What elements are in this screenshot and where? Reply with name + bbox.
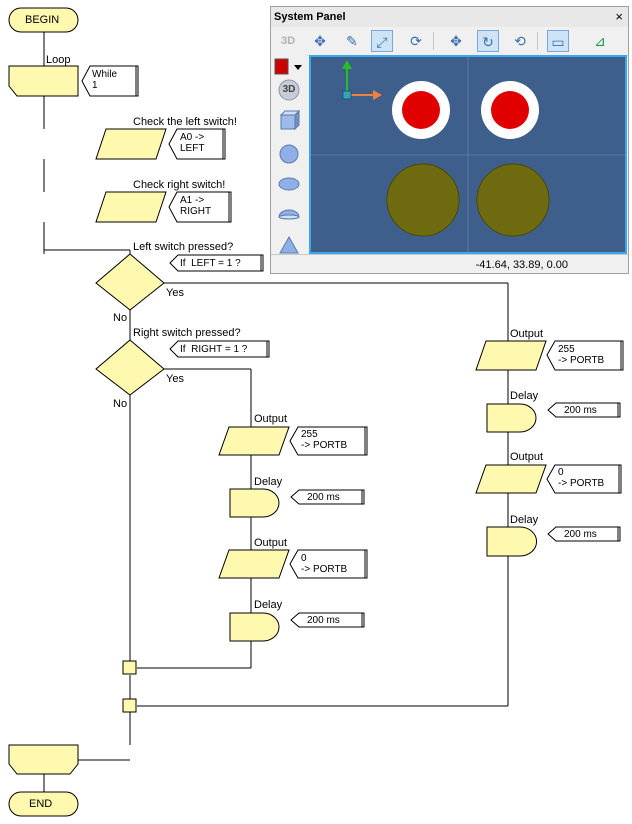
orbit-icon[interactable]: ↻ xyxy=(477,30,499,52)
switch-left[interactable] xyxy=(386,163,460,237)
delay3-label[interactable]: Delay xyxy=(254,476,283,488)
loop-end-shape xyxy=(8,744,79,775)
begin-terminator xyxy=(8,7,79,33)
end-terminator xyxy=(8,791,79,817)
cube-icon[interactable] xyxy=(279,109,301,131)
output1-label[interactable]: Output xyxy=(510,328,544,340)
output-portb-on-2 xyxy=(218,426,290,456)
pan-icon[interactable]: ✥ xyxy=(450,33,462,49)
3d-viewport[interactable] xyxy=(309,55,627,254)
junction-inner xyxy=(122,660,137,675)
reset-rotation-icon[interactable]: ⟲ xyxy=(514,33,526,49)
input1-value: A0 -> LEFT xyxy=(180,132,205,154)
output3-label[interactable]: Output xyxy=(254,413,288,425)
panel-toolbar: 3D ✥ ✎ ⤢ ⟳ ✥ ↻ ⟲ ▭ ⊿ xyxy=(271,27,628,56)
close-icon[interactable]: × xyxy=(615,9,623,24)
loop-start-shape xyxy=(8,65,79,97)
delay1-label[interactable]: Delay xyxy=(510,390,539,402)
begin-label[interactable]: BEGIN xyxy=(25,14,60,26)
sidebar-3d-label[interactable]: 3D xyxy=(282,84,296,95)
camera-view-icon[interactable]: ▭ xyxy=(547,30,569,52)
system-panel-titlebar[interactable]: System Panel × xyxy=(271,7,628,27)
delay4-value: 200 ms xyxy=(307,615,340,626)
toolbar-separator xyxy=(433,32,434,50)
junction-outer xyxy=(122,698,137,713)
end-label[interactable]: END xyxy=(29,798,53,810)
input1-label[interactable]: Check the left switch! xyxy=(133,116,237,128)
output3-value: 255 -> PORTB xyxy=(301,429,348,451)
view-3d-toggle[interactable]: 3D xyxy=(280,35,296,47)
switch-right[interactable] xyxy=(476,163,550,237)
delay-3 xyxy=(229,488,280,518)
delay1-value: 200 ms xyxy=(564,405,597,416)
system-panel: System Panel × 3D ✥ ✎ ⤢ ⟳ ✥ ↻ ⟲ ▭ ⊿ xyxy=(270,6,629,274)
delay-2 xyxy=(486,526,538,557)
output-portb-off-1 xyxy=(475,464,547,494)
callout-loop xyxy=(81,65,139,97)
zoom-fit-icon[interactable]: ⤢ xyxy=(371,30,393,52)
decision1-no: No xyxy=(113,312,128,324)
system-panel-title: System Panel xyxy=(274,11,346,23)
decision2-yes: Yes xyxy=(166,373,184,385)
coordinate-readout: -41.64, 33.89, 0.00 xyxy=(475,259,568,271)
color-swatch[interactable] xyxy=(274,58,289,75)
output-portb-off-2 xyxy=(218,549,290,579)
decision1-label[interactable]: Left switch pressed? xyxy=(133,241,234,253)
input2-label[interactable]: Check right switch! xyxy=(133,179,226,191)
pencil-icon[interactable]: ✎ xyxy=(346,33,358,49)
delay-1 xyxy=(486,403,537,433)
axis-gizmo[interactable] xyxy=(342,60,382,100)
delay3-value: 200 ms xyxy=(307,492,340,503)
loop-label[interactable]: Loop xyxy=(46,54,71,66)
callout-input2 xyxy=(168,191,232,223)
callout-decision1 xyxy=(169,254,264,272)
callout-decision2 xyxy=(169,340,270,358)
output4-value: 0 -> PORTB xyxy=(301,553,348,575)
move-icon[interactable]: ✥ xyxy=(314,33,326,49)
loop-condition: While 1 xyxy=(92,69,118,91)
decision2-value: If RIGHT = 1 ? xyxy=(180,344,248,355)
cone-icon[interactable] xyxy=(279,235,299,254)
delay4-label[interactable]: Delay xyxy=(254,599,283,611)
output-portb-on-1 xyxy=(475,340,547,371)
sphere-icon[interactable] xyxy=(279,144,299,164)
led-left[interactable] xyxy=(392,81,450,139)
chevron-down-icon[interactable] xyxy=(294,65,302,70)
decision2-no: No xyxy=(113,398,128,410)
output4-label[interactable]: Output xyxy=(254,537,288,549)
decision-right-pressed xyxy=(95,339,165,396)
output2-label[interactable]: Output xyxy=(510,451,544,463)
decision2-label[interactable]: Right switch pressed? xyxy=(133,327,241,339)
input-left-switch xyxy=(95,128,167,160)
output1-value: 255 -> PORTB xyxy=(558,344,605,366)
hemisphere-icon[interactable] xyxy=(278,177,300,191)
callout-input1 xyxy=(168,128,226,160)
panel-shape-sidebar: 3D xyxy=(271,55,307,255)
delay2-label[interactable]: Delay xyxy=(510,514,539,526)
decision1-yes: Yes xyxy=(166,287,184,299)
delay-4 xyxy=(229,612,280,642)
input-right-switch xyxy=(95,191,167,223)
3d-object-icon[interactable] xyxy=(278,79,300,101)
axes-icon[interactable]: ⊿ xyxy=(594,33,606,49)
decision1-value: If LEFT = 1 ? xyxy=(180,258,241,269)
toolbar-separator xyxy=(537,32,538,50)
input2-value: A1 -> RIGHT xyxy=(180,195,212,217)
rotate-view-icon[interactable]: ⟳ xyxy=(410,33,422,49)
output2-value: 0 -> PORTB xyxy=(558,467,605,489)
dome-icon[interactable] xyxy=(278,209,300,220)
led-right[interactable] xyxy=(481,81,539,139)
panel-statusbar: -41.64, 33.89, 0.00 xyxy=(271,254,628,274)
decision-left-pressed xyxy=(95,253,165,311)
delay2-value: 200 ms xyxy=(564,529,597,540)
